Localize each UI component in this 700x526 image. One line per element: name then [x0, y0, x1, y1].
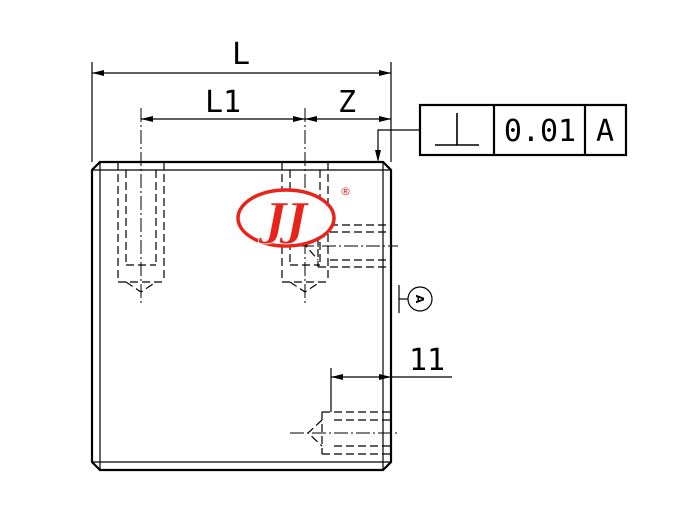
- lower-side-hole: [290, 368, 398, 455]
- registered-mark: ®: [340, 185, 351, 198]
- dimension-label-L: L: [232, 37, 250, 72]
- left-threaded-hole: [117, 108, 165, 305]
- tolerance-value: 0.01: [504, 114, 576, 149]
- feature-control-frame: 0.01 A: [375, 103, 628, 162]
- dimension-L1: L1: [141, 85, 305, 122]
- datum-label: A: [413, 295, 426, 304]
- datum-reference: A: [596, 114, 614, 149]
- logo-text: JJ: [258, 195, 310, 246]
- dimension-L: L: [91, 37, 392, 162]
- dimension-label-L1: L1: [205, 85, 241, 120]
- dimension-Z: Z: [305, 85, 391, 122]
- dimension-11: 11: [331, 343, 452, 380]
- jj-logo: JJ ®: [236, 185, 351, 248]
- datum-marker: A: [398, 285, 433, 313]
- dimension-label-11: 11: [409, 343, 445, 378]
- dimension-label-Z: Z: [338, 85, 356, 120]
- block-outline: [90, 160, 393, 472]
- perpendicularity-icon: [435, 113, 479, 146]
